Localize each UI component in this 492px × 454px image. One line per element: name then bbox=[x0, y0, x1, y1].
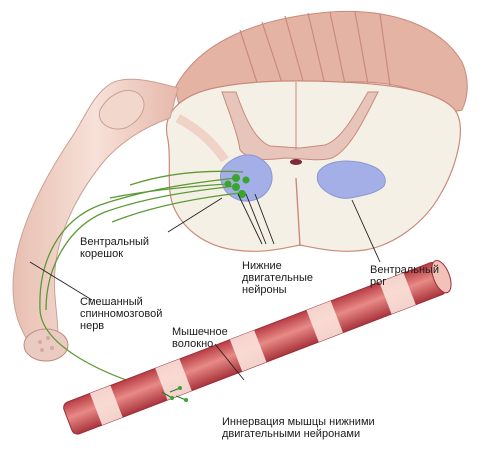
dorsal-root-ganglion bbox=[98, 90, 145, 130]
caption: Иннервация мышцы нижними двигательными н… bbox=[222, 416, 375, 440]
spinal-cord-segment bbox=[166, 10, 468, 252]
ventral-horn-label: Вентральный рог bbox=[370, 264, 440, 288]
ventral-root-label: Вентральный корешок bbox=[80, 236, 150, 260]
lower-motor-neurons-label: Нижние двигательные нейроны bbox=[242, 260, 313, 296]
ventral-fissure bbox=[295, 177, 301, 247]
white-matter bbox=[166, 80, 461, 252]
mixed-spinal-nerve bbox=[12, 78, 229, 362]
muscle-fiber bbox=[63, 260, 452, 435]
right-ventral-horn bbox=[316, 160, 386, 199]
motor-axons bbox=[39, 170, 244, 393]
lower-motor-neurons bbox=[224, 174, 250, 198]
mixed-nerve-label: Смешанный спинномозговой нерв bbox=[80, 296, 163, 332]
muscle-fiber-label: Мышечное волокно bbox=[172, 326, 228, 350]
central-canal bbox=[290, 159, 302, 165]
leader-lines bbox=[29, 193, 381, 381]
gray-matter bbox=[221, 91, 379, 161]
